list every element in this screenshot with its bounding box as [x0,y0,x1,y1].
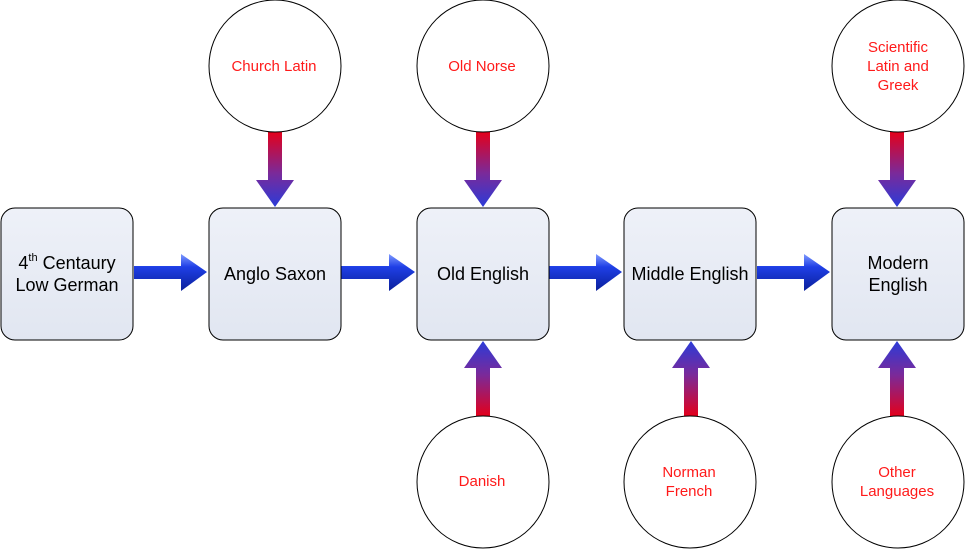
source-old-norse-label: Old Norse [448,58,516,75]
source-norman-french-line1: Norman [662,464,715,481]
arrow-middleenglish-to-modernenglish [757,254,830,291]
arrow-lowgerman-to-anglosaxon [134,254,207,291]
stage-low-german-line2: Low German [15,275,118,295]
stage-modern-english-line2: English [868,275,927,295]
source-norman-french: Norman French [623,415,757,549]
source-old-norse: Old Norse [416,0,550,133]
source-other-languages: Other Languages [831,415,965,549]
stage-middle-english-label: Middle English [631,264,748,284]
stage-modern-english: Modern English [831,207,965,341]
source-other-languages-line2: Languages [860,483,934,500]
stage-old-english-label: Old English [437,264,529,284]
source-danish-label: Danish [459,473,506,490]
arrow-churchlatin-to-anglosaxon [256,132,294,207]
source-church-latin-label: Church Latin [231,58,316,75]
stage-anglo-saxon-label: Anglo Saxon [224,264,326,284]
stage-middle-english: Middle English [623,207,757,341]
arrow-normanfrench-to-middleenglish [672,341,710,416]
stage-low-german-line1: 4th Centaury [18,252,115,273]
arrow-oldenglish-to-middleenglish [549,254,622,291]
source-danish: Danish [416,415,550,549]
source-scientific-line1: Scientific [868,39,929,56]
source-other-languages-line1: Other [878,464,916,481]
source-church-latin: Church Latin [208,0,342,133]
arrow-otherlanguages-to-modernenglish [878,341,916,416]
stage-old-english: Old English [416,207,550,341]
arrow-oldnorse-to-oldenglish [464,132,502,207]
stage-modern-english-line1: Modern [867,253,928,273]
arrow-scientific-to-modernenglish [878,132,916,207]
source-scientific-line3: Greek [878,77,919,94]
source-scientific-line2: Latin and [867,58,929,75]
source-norman-french-line2: French [666,483,713,500]
arrow-danish-to-oldenglish [464,341,502,416]
source-scientific-latin-greek: Scientific Latin and Greek [831,0,965,133]
arrow-anglosaxon-to-oldenglish [341,254,415,291]
stage-low-german: 4th Centaury Low German [0,207,134,341]
stage-anglo-saxon: Anglo Saxon [208,207,342,341]
